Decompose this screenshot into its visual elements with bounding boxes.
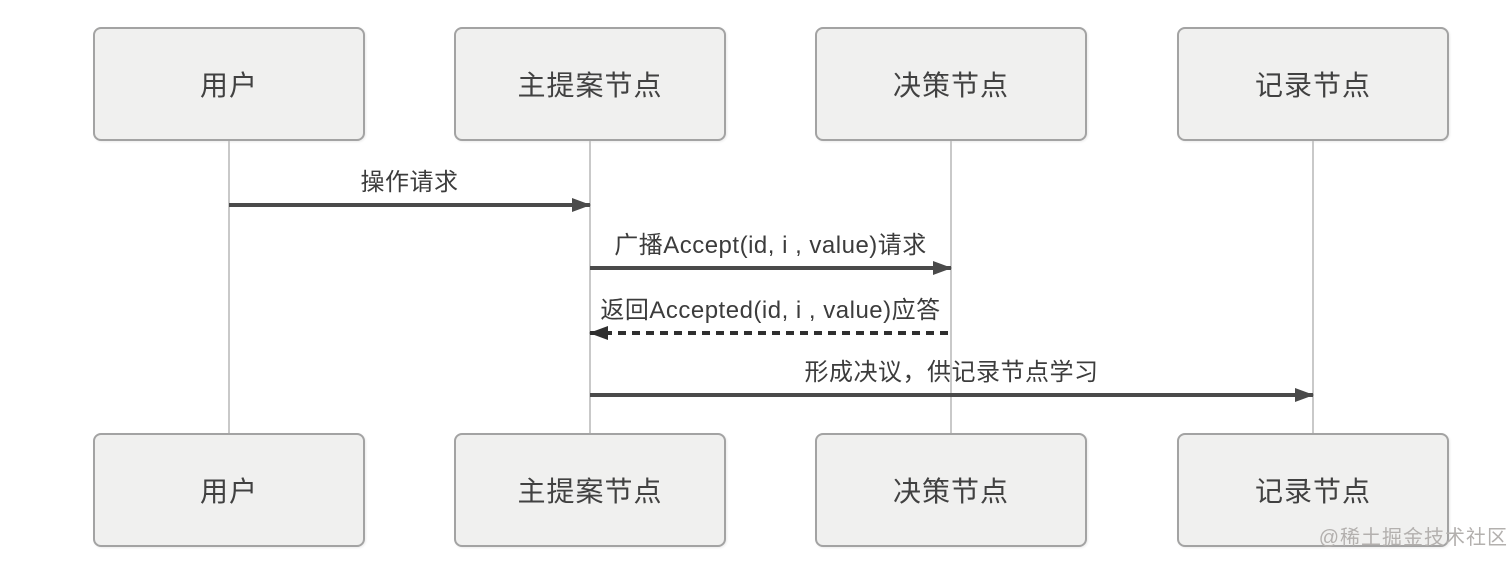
actor-box-top-learner: 记录节点	[1177, 27, 1449, 141]
message-label: 形成决议，供记录节点学习	[804, 359, 1099, 386]
actor-box-bottom-acceptor: 决策节点	[815, 433, 1087, 547]
actor-label: 主提案节点	[517, 476, 663, 507]
actor-label: 决策节点	[892, 70, 1009, 101]
message-line	[229, 203, 590, 207]
actor-box-bottom-learner: 记录节点	[1177, 433, 1449, 547]
actor-box-top-acceptor: 决策节点	[815, 27, 1087, 141]
message-label: 广播Accept(id, i , value)请求	[614, 232, 927, 259]
lifeline-proposer	[589, 141, 591, 433]
actor-box-bottom-proposer: 主提案节点	[454, 433, 726, 547]
actor-label: 决策节点	[892, 476, 1009, 507]
actor-label: 用户	[199, 70, 258, 101]
arrowhead-icon	[933, 261, 952, 275]
lifeline-user	[228, 141, 230, 433]
message-line	[590, 266, 951, 270]
message-line	[590, 331, 951, 335]
actor-box-bottom-user: 用户	[93, 433, 365, 547]
actor-box-top-proposer: 主提案节点	[454, 27, 726, 141]
actor-label: 记录节点	[1254, 476, 1371, 507]
lifeline-acceptor	[950, 141, 952, 433]
message-line	[590, 393, 1313, 397]
actor-label: 用户	[199, 476, 258, 507]
watermark: @稀土掘金技术社区	[1318, 527, 1508, 549]
actor-label: 记录节点	[1254, 70, 1371, 101]
arrowhead-icon	[1295, 388, 1314, 402]
message-label: 返回Accepted(id, i , value)应答	[600, 297, 941, 324]
message-label: 操作请求	[360, 169, 459, 196]
arrowhead-icon	[572, 198, 591, 212]
actor-box-top-user: 用户	[93, 27, 365, 141]
actor-label: 主提案节点	[517, 70, 663, 101]
arrowhead-icon	[589, 326, 608, 340]
lifeline-learner	[1312, 141, 1314, 433]
